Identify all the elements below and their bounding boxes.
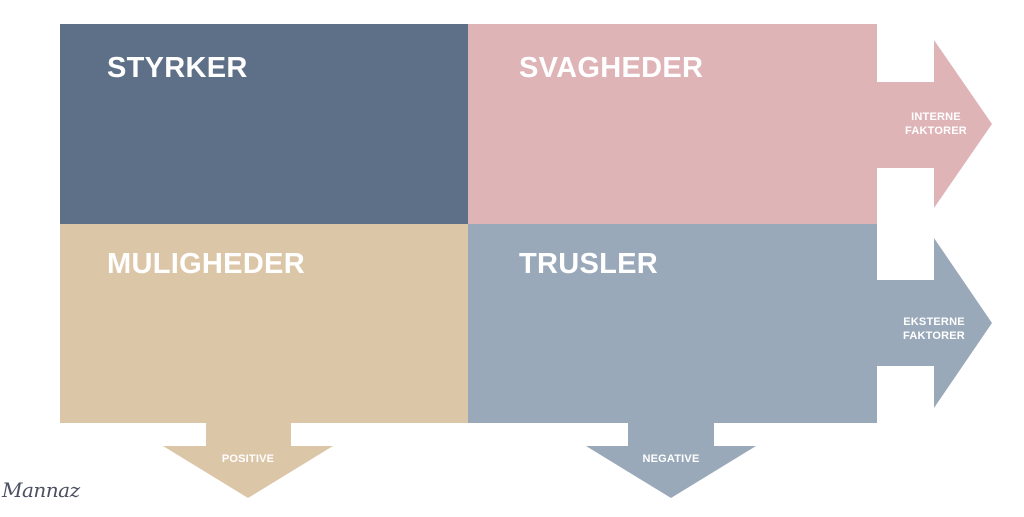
- quadrant-muligheder: [60, 224, 468, 423]
- interne-faktorer-line2: FAKTORER: [905, 125, 967, 138]
- mannaz-signature-logo: Mannaz: [2, 478, 80, 502]
- negative-label: NEGATIVE: [642, 453, 700, 465]
- negative-arrow: [586, 422, 756, 498]
- interne-faktorer-arrow: [876, 40, 992, 208]
- eksterne-faktorer-label: EKSTERNE FAKTORER: [886, 315, 982, 344]
- eksterne-faktorer-line1: EKSTERNE: [903, 316, 965, 328]
- quadrant-styrker: [60, 24, 468, 224]
- interne-faktorer-line1: INTERNE: [911, 111, 961, 123]
- trusler-label: TRUSLER: [519, 248, 659, 280]
- styrker-label: STYRKER: [107, 52, 248, 84]
- quadrant-trusler: [468, 224, 877, 423]
- eksterne-faktorer-arrow: [876, 238, 992, 408]
- eksterne-faktorer-line2: FAKTORER: [903, 330, 965, 343]
- positive-label: POSITIVE: [221, 453, 275, 465]
- interne-faktorer-label: INTERNE FAKTORER: [888, 110, 984, 139]
- muligheder-label: MULIGHEDER: [107, 248, 305, 280]
- quadrant-svagheder: [468, 24, 877, 224]
- svagheder-label: SVAGHEDER: [519, 52, 704, 84]
- positive-arrow: [163, 422, 333, 498]
